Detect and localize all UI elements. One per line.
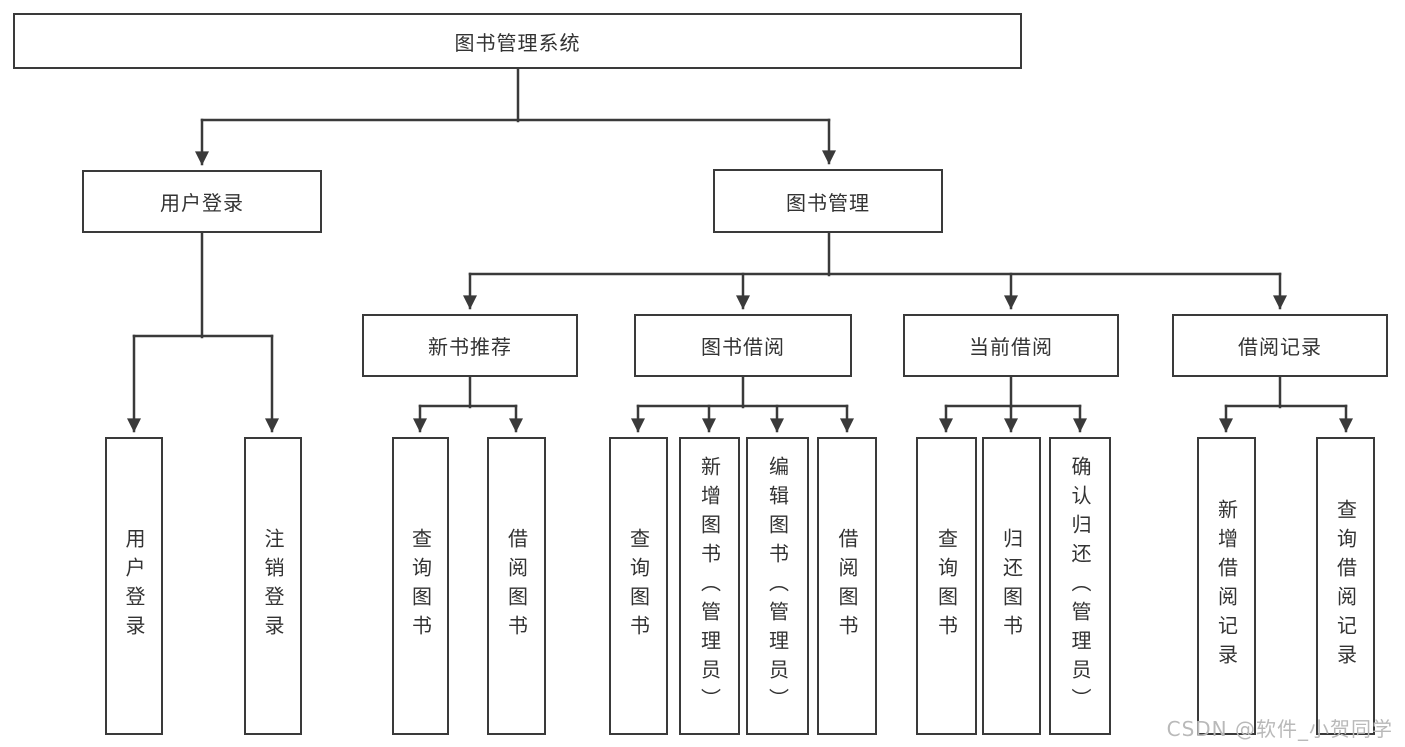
node-borrowing-records-label: 借阅记录 <box>1238 335 1322 359</box>
csdn-watermark: CSDN @软件_小贺同学 <box>1166 717 1393 741</box>
leaf-user-login: 用户登录 <box>105 437 163 735</box>
node-book-borrowing-label: 图书借阅 <box>701 335 785 359</box>
leaf-logout-label: 注销登录 <box>261 528 285 644</box>
leaf-br-query-record-label: 查询借阅记录 <box>1333 499 1358 673</box>
leaf-bb-add-books-admin-label: 新增图书（管理员） <box>697 455 722 717</box>
leaf-nbr-query-books-label: 查询图书 <box>408 528 433 644</box>
leaf-cb-confirm-return-admin: 确认归还（管理员） <box>1049 437 1111 735</box>
node-borrowing-records: 借阅记录 <box>1172 314 1388 377</box>
leaf-bb-borrow-books-label: 借阅图书 <box>835 528 859 644</box>
leaf-bb-edit-books-admin-label: 编辑图书（管理员） <box>765 455 790 717</box>
leaf-br-add-record-label: 新增借阅记录 <box>1214 499 1239 673</box>
leaf-cb-return-books-label: 归还图书 <box>999 528 1024 644</box>
node-new-book-recommend-label: 新书推荐 <box>428 335 512 359</box>
leaf-nbr-query-books: 查询图书 <box>392 437 449 735</box>
node-current-borrowing-label: 当前借阅 <box>969 335 1053 359</box>
node-new-book-recommend: 新书推荐 <box>362 314 578 377</box>
node-book-borrowing: 图书借阅 <box>634 314 852 377</box>
leaf-bb-query-books-label: 查询图书 <box>626 528 651 644</box>
node-current-borrowing: 当前借阅 <box>903 314 1119 377</box>
leaf-cb-confirm-return-admin-label: 确认归还（管理员） <box>1068 455 1092 717</box>
leaf-logout: 注销登录 <box>244 437 302 735</box>
leaf-cb-query-books-label: 查询图书 <box>934 528 959 644</box>
leaf-bb-borrow-books: 借阅图书 <box>817 437 877 735</box>
leaf-br-query-record: 查询借阅记录 <box>1316 437 1375 735</box>
leaf-user-login-label: 用户登录 <box>122 528 146 644</box>
leaf-cb-return-books: 归还图书 <box>982 437 1041 735</box>
leaf-bb-query-books: 查询图书 <box>609 437 668 735</box>
leaf-nbr-borrow-books: 借阅图书 <box>487 437 546 735</box>
node-book-management: 图书管理 <box>713 169 943 233</box>
node-user-login: 用户登录 <box>82 170 322 233</box>
node-book-management-label: 图书管理 <box>786 190 870 215</box>
leaf-br-add-record: 新增借阅记录 <box>1197 437 1256 735</box>
node-root-label: 图书管理系统 <box>454 30 581 55</box>
node-user-login-label: 用户登录 <box>160 191 244 215</box>
node-root: 图书管理系统 <box>13 13 1022 69</box>
leaf-bb-edit-books-admin: 编辑图书（管理员） <box>746 437 809 735</box>
leaf-nbr-borrow-books-label: 借阅图书 <box>504 528 529 644</box>
leaf-cb-query-books: 查询图书 <box>916 437 977 735</box>
leaf-bb-add-books-admin: 新增图书（管理员） <box>679 437 740 735</box>
